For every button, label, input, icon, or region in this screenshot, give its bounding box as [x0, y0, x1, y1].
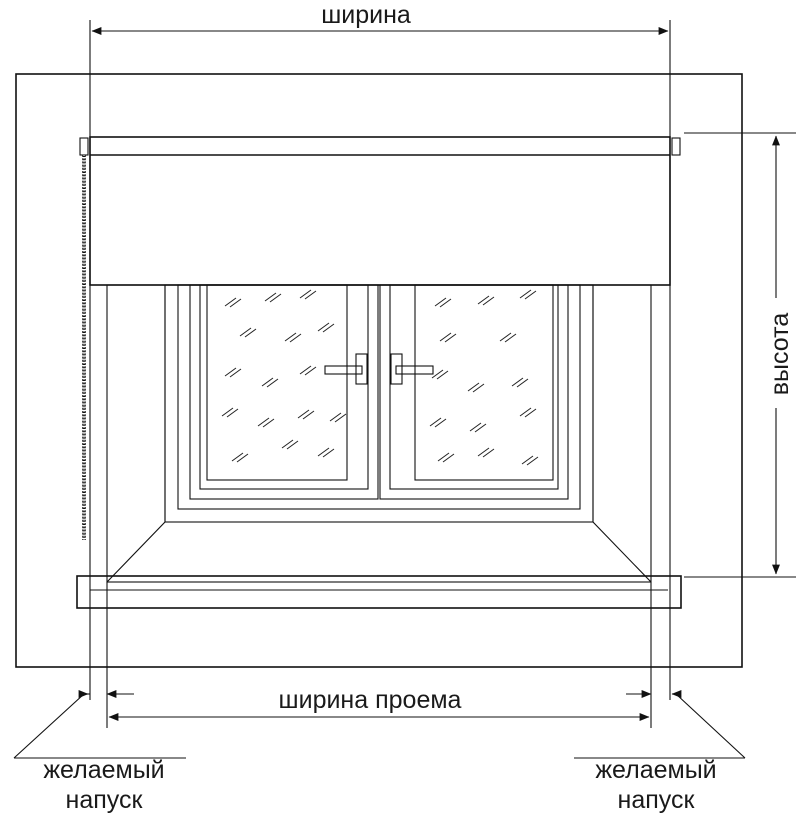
bracket-right [671, 137, 681, 156]
overlap-indicator-right [574, 690, 746, 759]
glass-reflection-marks [221, 289, 539, 466]
height-label: высота [766, 313, 794, 396]
wall [15, 73, 743, 668]
opening-width-label: ширина проема [279, 686, 462, 714]
dimension-width: ширина [89, 1, 671, 700]
reveal-inner-edge [592, 285, 652, 583]
reveal-inner-edge [106, 285, 166, 583]
width-label: ширина [321, 1, 411, 29]
dimension-opening-width: ширина проема [106, 582, 652, 728]
dimension-height: высота [684, 132, 796, 578]
window-sill [76, 575, 682, 609]
overlap-right-label-line2: напуск [618, 786, 696, 814]
overlap-left-label-line2: напуск [66, 786, 144, 814]
bracket-left [79, 137, 89, 156]
blind-fabric [89, 136, 671, 286]
window-handle-left [324, 353, 368, 385]
overlap-left-label-line1: желаемый [43, 756, 164, 784]
window-reveal [106, 284, 652, 583]
window-frame [164, 284, 594, 523]
overlap-right-label-line1: желаемый [595, 756, 716, 784]
window-handle-right [390, 353, 434, 385]
overlap-indicator-left [13, 690, 186, 759]
glass-pane-right [414, 284, 554, 481]
